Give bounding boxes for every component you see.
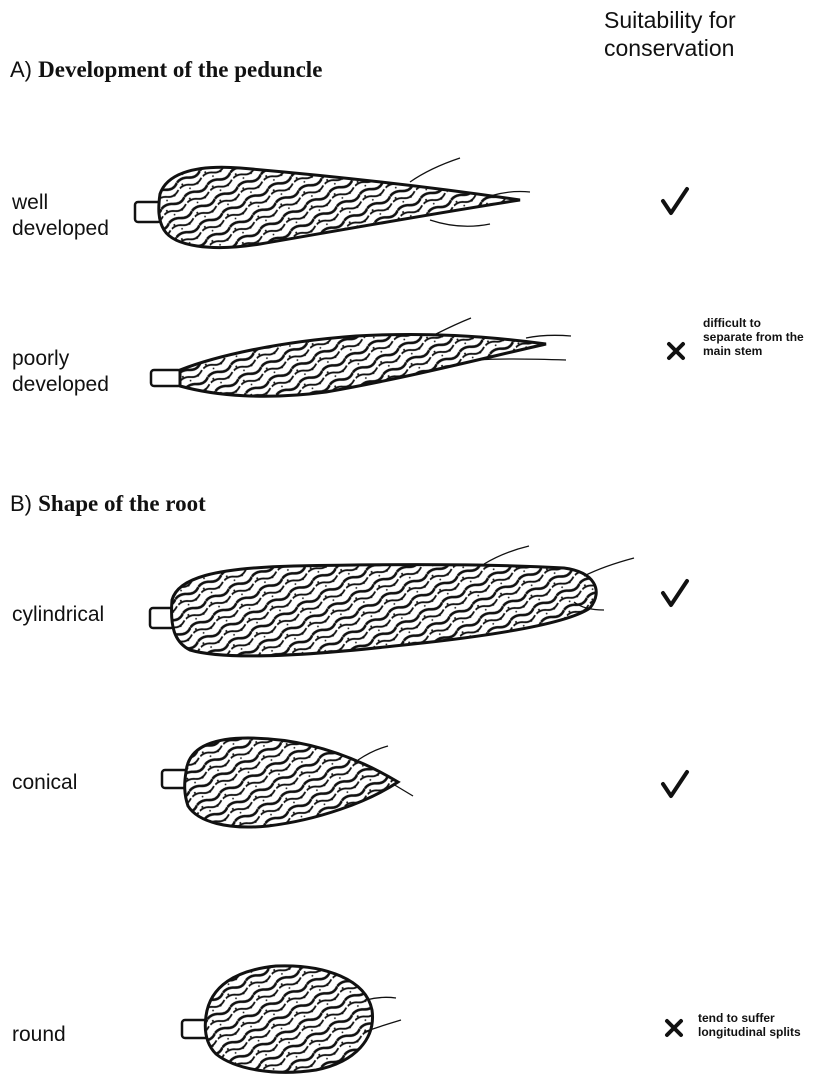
note-line-1: tend to suffer: [698, 1011, 801, 1025]
note-line-1: difficult to: [703, 316, 804, 330]
header-line-2: conservation: [604, 34, 736, 62]
label-line-1: round: [12, 1022, 66, 1048]
root-illustration-poorly-developed: [146, 316, 576, 406]
cross-icon: [664, 1018, 684, 1038]
label-well-developed: well developed: [12, 190, 109, 241]
check-icon: [660, 578, 690, 608]
section-b-title: B) Shape of the root: [10, 490, 206, 518]
note-line-3: main stem: [703, 344, 804, 358]
label-line-1: cylindrical: [12, 602, 104, 628]
column-header-suitability: Suitability for conservation: [604, 6, 736, 62]
cross-icon: [666, 341, 686, 361]
label-line-1: poorly: [12, 346, 109, 372]
section-b-heading: Shape of the root: [38, 491, 206, 516]
note-line-2: longitudinal splits: [698, 1025, 801, 1039]
label-conical: conical: [12, 770, 77, 796]
root-illustration-cylindrical: [144, 540, 644, 670]
section-a-heading: Development of the peduncle: [38, 57, 322, 82]
check-icon: [660, 186, 690, 216]
note-line-2: separate from the: [703, 330, 804, 344]
root-illustration-round: [176, 960, 416, 1076]
check-icon: [660, 769, 690, 799]
note-poorly-developed: difficult to separate from the main stem: [703, 316, 804, 358]
label-cylindrical: cylindrical: [12, 602, 104, 628]
label-line-2: developed: [12, 216, 109, 242]
section-a-letter: A): [10, 57, 32, 82]
root-illustration-conical: [158, 732, 418, 832]
header-line-1: Suitability for: [604, 6, 736, 34]
section-a-title: A) Development of the peduncle: [10, 56, 322, 84]
section-b-letter: B): [10, 491, 32, 516]
note-round: tend to suffer longitudinal splits: [698, 1011, 801, 1039]
label-line-1: well: [12, 190, 109, 216]
label-line-2: developed: [12, 372, 109, 398]
label-round: round: [12, 1022, 66, 1048]
root-illustration-well-developed: [130, 150, 550, 260]
label-line-1: conical: [12, 770, 77, 796]
label-poorly-developed: poorly developed: [12, 346, 109, 397]
